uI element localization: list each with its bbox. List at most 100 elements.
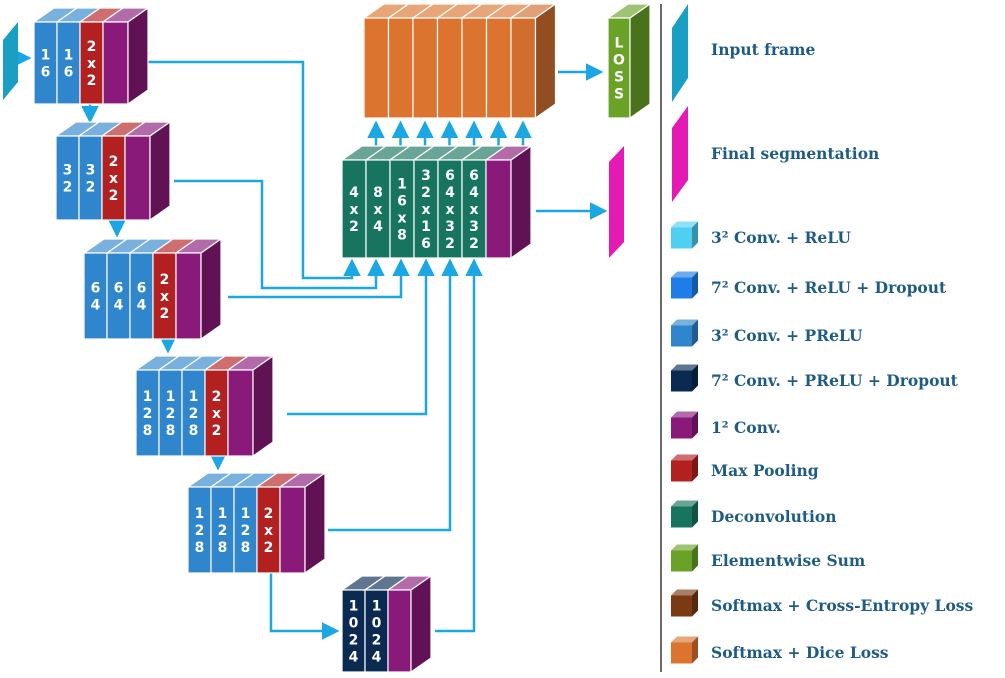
softmax-5 [460, 3, 509, 119]
enc5-conv1 [278, 471, 327, 575]
legend-label: Softmax + Cross-Entropy Loss [711, 596, 974, 615]
softmax-ce-cube-icon [671, 589, 698, 617]
softmax-stage [362, 2, 558, 120]
conv1-cube-icon [671, 411, 698, 439]
legend-label: 7² Conv. + PReLU + Dropout [711, 371, 959, 390]
legend-label: Deconvolution [711, 507, 837, 526]
skip-3 [228, 258, 410, 299]
input-frame-icon [672, 4, 688, 102]
legend-label: Softmax + Dice Loss [711, 643, 889, 662]
legend-label: Input frame [711, 40, 815, 59]
input-frame [3, 22, 18, 100]
conv7-relu-dropout-cube-icon [671, 271, 698, 299]
legend-label: 3² Conv. + PReLU [711, 326, 863, 345]
skip-4 [287, 258, 435, 416]
down-arrow-5 [269, 573, 340, 640]
softmax-2 [386, 3, 435, 119]
conv7-prelu-dropout-cube-icon [671, 364, 698, 392]
final-segmentation-output [609, 146, 624, 258]
softmax-dice-cube-icon [671, 636, 698, 664]
skip-6 [435, 258, 483, 633]
deconvolution-cube-icon [671, 500, 698, 528]
legend-label: 3² Conv. + ReLU [711, 228, 851, 247]
connector-arrows [14, 49, 608, 640]
softmax-7 [509, 2, 558, 120]
enc2-conv1 [123, 120, 172, 222]
legend-label: Final segmentation [711, 144, 879, 163]
legend-label: Elementwise Sum [711, 551, 866, 570]
final-segmentation-icon [672, 106, 688, 202]
legend-label: 7² Conv. + ReLU + Dropout [711, 278, 947, 297]
legend-label: Max Pooling [711, 461, 819, 480]
skip-5 [328, 258, 459, 532]
decoder-conv1 [484, 144, 533, 260]
softmax-3 [411, 3, 460, 119]
softmax-4 [435, 3, 484, 119]
softmax-6 [484, 3, 533, 119]
enc4-conv1 [226, 354, 275, 458]
skip-1 [148, 60, 361, 280]
legend-label: 1² Conv. [711, 418, 781, 437]
enc1-conv1 [101, 6, 150, 106]
elementwise-sum-cube-icon [671, 544, 698, 572]
enc3-conv1 [174, 237, 223, 341]
conv3-prelu-cube-icon [671, 319, 698, 347]
skip-2 [174, 179, 385, 290]
